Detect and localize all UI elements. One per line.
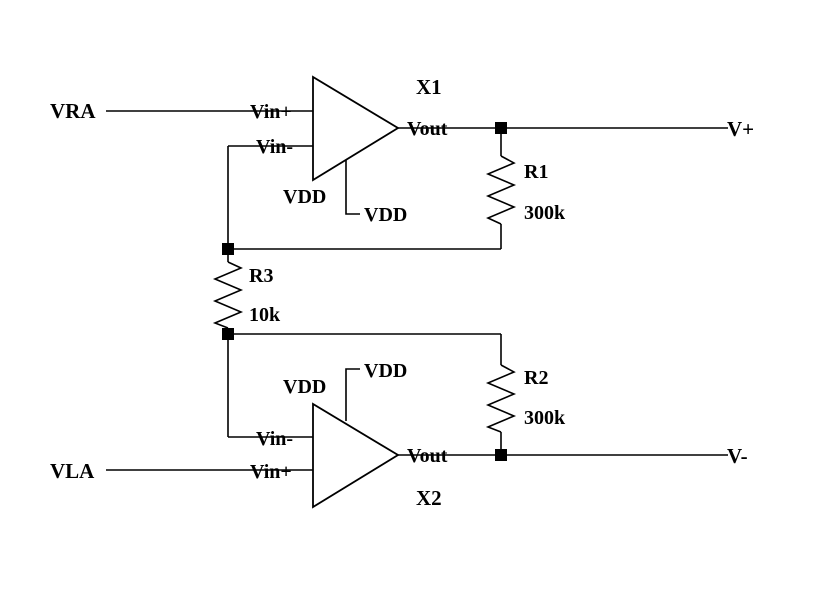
- x1-pin-vinplus: Vin+: [250, 101, 292, 123]
- x2-pin-vinminus: Vin-: [256, 428, 293, 450]
- opamp-x2: [312, 402, 400, 509]
- wire-x2-vdd-stub: [345, 368, 360, 421]
- net-label-vla: VLA: [50, 459, 95, 483]
- opamp-x2-body: [312, 402, 400, 509]
- junction-upper-node: [222, 243, 234, 255]
- r1-ref-label: R1: [524, 161, 548, 183]
- wire-x1-vdd-stub: [345, 160, 360, 215]
- junction-x1-out: [495, 122, 507, 134]
- r2-value-label: 300k: [524, 407, 566, 429]
- junction-lower-node: [222, 328, 234, 340]
- net-label-vra: VRA: [50, 99, 96, 123]
- r1-value-label: 300k: [524, 202, 566, 224]
- x2-supply-right: VDD: [364, 360, 407, 382]
- x2-pin-vout: Vout: [407, 445, 448, 467]
- x1-pin-vout: Vout: [407, 118, 448, 140]
- net-label-vminus: V-: [727, 444, 748, 468]
- x1-supply-left: VDD: [283, 186, 326, 208]
- resistor-r1: [485, 155, 517, 225]
- r2-ref-label: R2: [524, 367, 548, 389]
- x2-supply-left: VDD: [283, 376, 326, 398]
- opamp-x1: [312, 75, 400, 182]
- opamp-x1-body: [312, 75, 400, 182]
- r3-ref-label: R3: [249, 265, 273, 287]
- x2-ref-label: X2: [416, 486, 442, 510]
- x1-ref-label: X1: [416, 75, 442, 99]
- net-label-vplus: V+: [727, 117, 754, 141]
- resistor-r3: [212, 261, 244, 329]
- junction-x2-out: [495, 449, 507, 461]
- x2-pin-vinplus: Vin+: [250, 461, 292, 483]
- x1-pin-vinminus: Vin-: [256, 136, 293, 158]
- r3-value-label: 10k: [249, 304, 281, 326]
- x1-supply-right: VDD: [364, 204, 407, 226]
- resistor-r2: [485, 364, 517, 433]
